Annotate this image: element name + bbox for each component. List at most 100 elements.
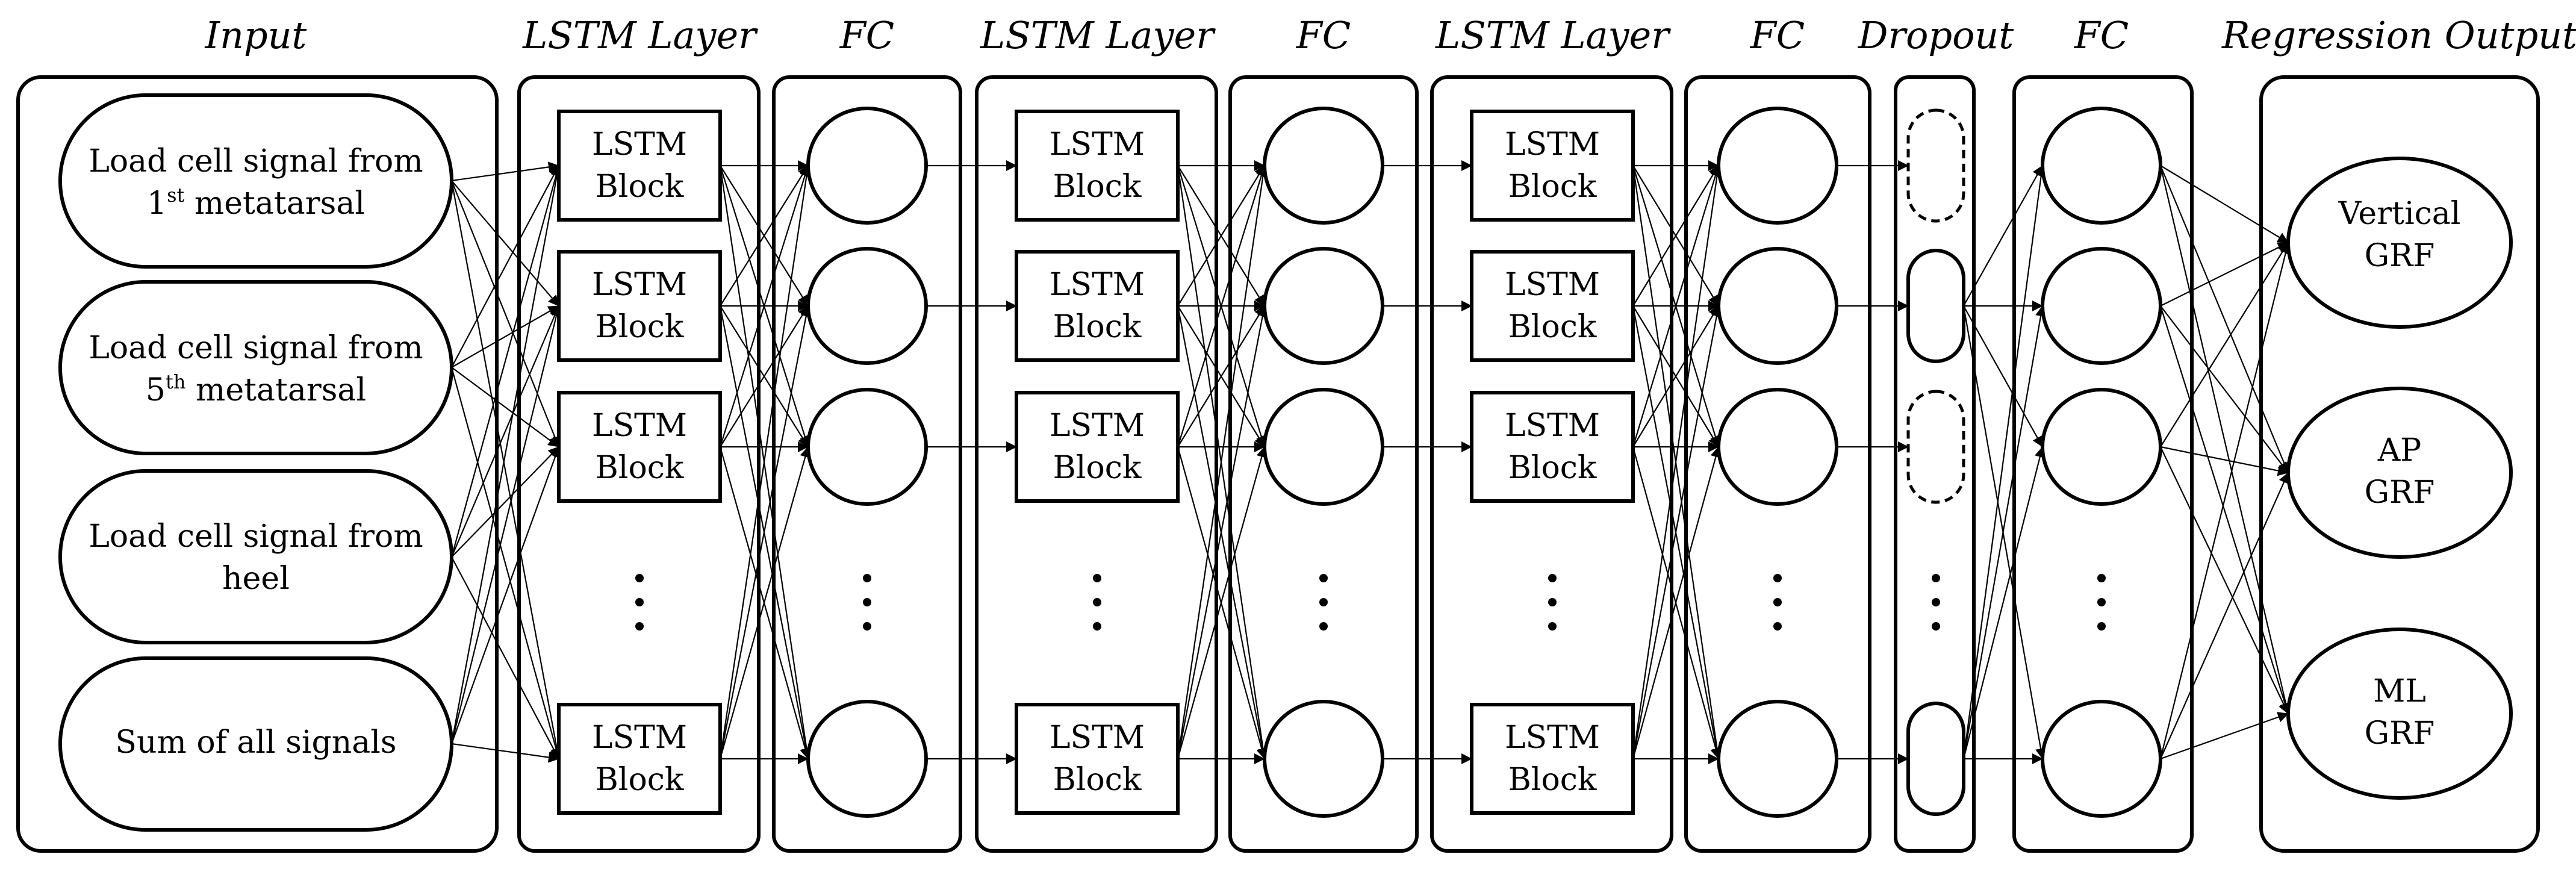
input-to-lstm1-edge-1-4	[450, 180, 562, 759]
input-node-4-label: Sum of all signals	[115, 724, 396, 761]
output-node-ap-grf: AP GRF	[2286, 387, 2513, 559]
lstm-block-label-line2: Block	[1508, 309, 1597, 345]
lstm3-to-fc3-edge-3-1	[1632, 165, 1721, 447]
lstm-block-label-line2: Block	[596, 309, 684, 345]
header-lstm-layer-1: LSTM Layer	[522, 13, 758, 57]
lstm-block-l1-r2: LSTM Block	[557, 250, 722, 362]
lstm1-to-fc1-edge-2-1	[720, 165, 809, 307]
fc4-to-output-edge-1-3	[2159, 165, 2291, 714]
lstm2-to-fc2-edge-4-2	[1177, 305, 1268, 759]
input-node-2-line1: Load cell signal from	[89, 330, 423, 366]
lstm2-to-fc2-edge-2-1	[1177, 165, 1265, 307]
dropout-unit-2-kept	[1906, 249, 1965, 363]
fc-1-ellipsis	[863, 574, 871, 631]
header-lstm-layer-2: LSTM Layer	[980, 13, 1216, 57]
input-to-lstm1-edge-1-3	[450, 180, 560, 447]
lstm-layer-1-panel	[517, 75, 761, 853]
fc4-to-output-edge-1-2	[2159, 165, 2289, 473]
fc4-to-output-edge-4-1	[2159, 242, 2291, 759]
fc4-to-output-edge-3-3	[2160, 446, 2289, 714]
input-to-lstm1-edge-3-1	[450, 165, 562, 558]
dropout-unit-4-kept	[1906, 702, 1965, 816]
output-ap-line2: GRF	[2365, 475, 2435, 511]
fc-4-ellipsis	[2097, 574, 2106, 631]
lstm1-to-fc1-edge-3-2	[720, 305, 809, 447]
lstm-block-label-line1: LSTM	[592, 267, 687, 303]
dropout-ellipsis	[1932, 574, 1940, 631]
input-node-2: Load cell signal from 5th metatarsal	[58, 280, 453, 455]
header-lstm-layer-3: LSTM Layer	[1435, 13, 1671, 57]
lstm-block-label-line2: Block	[1053, 450, 1142, 486]
input-node-3-line2: heel	[222, 561, 290, 597]
output-ml-line2: GRF	[2365, 715, 2435, 752]
dropout-to-fc4-edge-2-2	[1962, 305, 2046, 759]
fc4-to-output-edge-2-2	[2160, 305, 2289, 473]
header-fc-4: FC	[2074, 13, 2129, 57]
lstm-block-label-line1: LSTM	[592, 720, 687, 756]
output-ap-line1: AP	[2377, 432, 2422, 469]
lstm-layer-2-ellipsis	[1093, 574, 1101, 631]
fc-2-ellipsis	[1319, 574, 1328, 631]
lstm-layer-2-panel	[975, 75, 1218, 853]
lstm-block-label-line1: LSTM	[1050, 408, 1145, 444]
connections	[450, 160, 2291, 764]
fc4-to-output-edge-4-3	[2160, 712, 2289, 760]
lstm3-to-fc3-edge-4-1	[1632, 165, 1723, 759]
fc-2-neuron-2	[1263, 247, 1384, 365]
header-fc-3: FC	[1750, 13, 1805, 57]
fc-4-panel	[2012, 75, 2194, 853]
fc-3-neuron-4	[1717, 700, 1838, 818]
fc4-to-output-edge-4-2	[2159, 472, 2289, 759]
output-ml-line1: ML	[2373, 673, 2426, 709]
lstm1-to-fc1-edge-4-1	[719, 165, 812, 759]
fc-3-neuron-2	[1717, 247, 1838, 365]
dropout-unit-3-dropped	[1906, 390, 1965, 504]
lstm3-to-fc3-edge-2-1	[1632, 165, 1719, 307]
fc-1-panel	[772, 75, 962, 853]
input-to-lstm1-edge-3-4	[451, 556, 559, 759]
fc-4-neuron-1	[2041, 107, 2162, 225]
lstm-block-label-line1: LSTM	[592, 408, 687, 444]
fc-2-neuron-4	[1263, 700, 1384, 818]
lstm-block-label-line2: Block	[1508, 169, 1597, 205]
input-node-1-line2: 1st metatarsal	[147, 184, 365, 222]
fc-2-panel	[1228, 75, 1419, 853]
lstm2-to-fc2-edge-3-2	[1177, 305, 1265, 447]
dropout-to-fc4-edge-2-3	[1962, 446, 2046, 759]
lstm1-to-fc1-edge-4-3	[719, 446, 811, 759]
fc-3-panel	[1684, 75, 1871, 853]
input-to-lstm1-edge-4-2	[450, 305, 562, 744]
input-node-3: Load cell signal from heel	[58, 469, 453, 644]
fc4-to-output-edge-2-3	[2159, 305, 2291, 714]
output-node-vertical-grf: Vertical GRF	[2286, 157, 2513, 329]
fc-3-neuron-3	[1717, 388, 1838, 506]
lstm-block-label-line1: LSTM	[1050, 720, 1145, 756]
fc4-to-output-edge-3-1	[2160, 242, 2289, 447]
lstm-layer-3-panel	[1430, 75, 1673, 853]
lstm-block-label-line2: Block	[596, 169, 684, 205]
fc-4-neuron-2	[2041, 247, 2162, 365]
output-node-ml-grf: ML GRF	[2286, 628, 2513, 800]
fc-4-neuron-3	[2041, 388, 2162, 506]
fc-3-ellipsis	[1773, 574, 1782, 631]
fc-1-neuron-2	[806, 247, 928, 365]
lstm-layer-3-ellipsis	[1548, 574, 1557, 631]
lstm-block-l2-r3: LSTM Block	[1015, 391, 1180, 503]
lstm-block-label-line1: LSTM	[1505, 720, 1600, 756]
fc-2-neuron-3	[1263, 388, 1384, 506]
input-node-4: Sum of all signals	[58, 656, 453, 832]
header-fc-1: FC	[839, 13, 894, 57]
input-to-lstm1-edge-2-2	[451, 305, 559, 368]
dropout-panel	[1894, 75, 1976, 853]
input-to-lstm1-edge-4-3	[450, 446, 561, 744]
lstm3-to-fc3-edge-4-2	[1632, 305, 1722, 759]
fc-2-neuron-1	[1263, 107, 1384, 225]
lstm3-to-fc3-edge-3-2	[1632, 305, 1719, 447]
